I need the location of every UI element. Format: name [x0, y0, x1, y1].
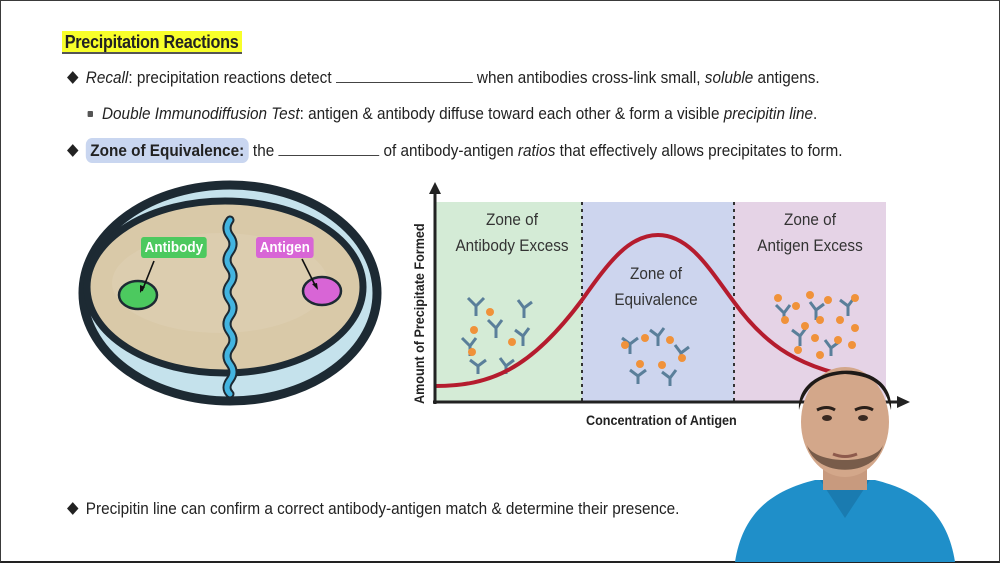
antigen-well: [301, 275, 343, 307]
precipitation-curve: [434, 232, 871, 388]
bullet-precipitin-line: Precipitin line can confirm a correct an…: [66, 499, 679, 519]
presenter-video: [735, 367, 955, 562]
presenter-shirt: [735, 480, 955, 562]
small-bullet-icon: [87, 110, 93, 117]
y-axis-title: Amount of Precipitate Formed: [411, 223, 427, 404]
antigen-label: Antigen: [256, 237, 314, 258]
antigen-particles-icon: [468, 291, 859, 369]
y-axis-arrow-icon: [429, 182, 441, 194]
diamond-bullet-icon: [67, 71, 79, 84]
sub-bullet-immunodiffusion: Double Immunodiffusion Test: antigen & a…: [84, 104, 817, 124]
bullet-zone-of-equivalence: Zone of Equivalence: the of antibody-ant…: [66, 138, 843, 163]
diamond-bullet-icon: [67, 502, 79, 515]
fill-in-blank: [278, 141, 380, 156]
petri-dish-diagram: [78, 180, 382, 406]
antibody-well: [117, 279, 159, 311]
diamond-bullet-icon: [67, 144, 79, 157]
bullet-recall: Recall: precipitation reactions detect w…: [66, 68, 820, 88]
x-axis-title: Concentration of Antigen: [586, 412, 737, 428]
antibody-label: Antibody: [141, 237, 207, 258]
slide-title: Precipitation Reactions: [62, 31, 243, 54]
presenter-face: [801, 367, 889, 477]
precipitation-curve-chart: [429, 182, 910, 408]
fill-in-blank: [335, 68, 473, 83]
highlighted-term: Zone of Equivalence:: [85, 138, 249, 163]
x-axis-arrow-icon: [897, 396, 910, 408]
precipitin-line: [224, 217, 236, 397]
